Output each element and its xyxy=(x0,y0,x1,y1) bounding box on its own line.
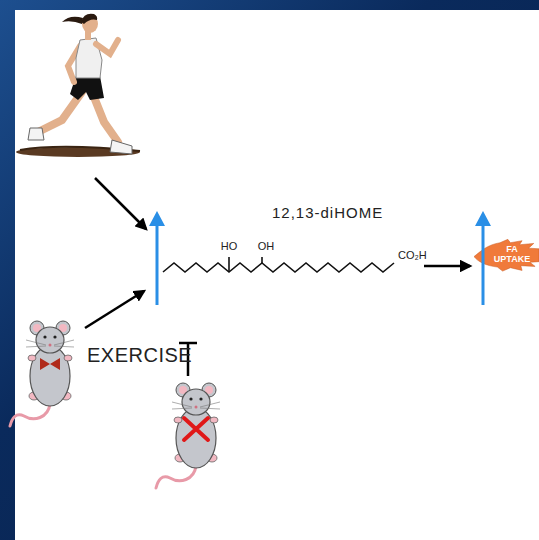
diagram-title: 12,13-diHOME xyxy=(272,205,383,220)
knockout-mouse-figure xyxy=(156,383,220,488)
runner-figure xyxy=(16,14,140,157)
node-text: FA UPTAKE xyxy=(488,245,536,265)
condition-label: EXERCISE xyxy=(87,345,192,365)
atom-label: HO xyxy=(221,241,238,252)
mouse-figure xyxy=(10,321,74,426)
uptake-flame: FA UPTAKE xyxy=(474,238,539,272)
group-label: CO₂H xyxy=(398,250,427,261)
atom-label: OH xyxy=(258,241,275,252)
flame-outline xyxy=(474,239,539,271)
